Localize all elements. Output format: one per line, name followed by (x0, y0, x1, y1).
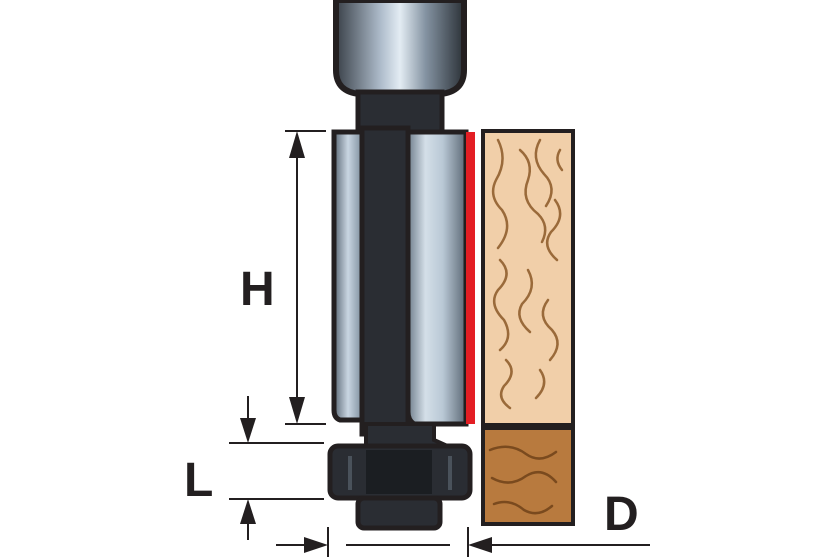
dimension-h (285, 130, 326, 425)
bearing-screw (355, 495, 443, 531)
dimension-d (276, 527, 650, 557)
workpiece-light (481, 129, 575, 427)
wood-grain (491, 138, 564, 410)
wood-workpiece-icon (481, 129, 575, 526)
dark-wood-grain (488, 445, 558, 515)
blade-left (331, 129, 365, 423)
guide-bearing-icon (327, 443, 473, 501)
router-bit (327, 0, 475, 531)
label-h: H (240, 263, 275, 316)
label-d: D (604, 488, 639, 541)
shank-upper (333, 0, 467, 97)
cutting-edge (466, 132, 475, 424)
bit-core (359, 125, 411, 437)
blade-right (405, 129, 469, 427)
dimension-l (229, 396, 324, 540)
label-l: L (184, 454, 213, 507)
